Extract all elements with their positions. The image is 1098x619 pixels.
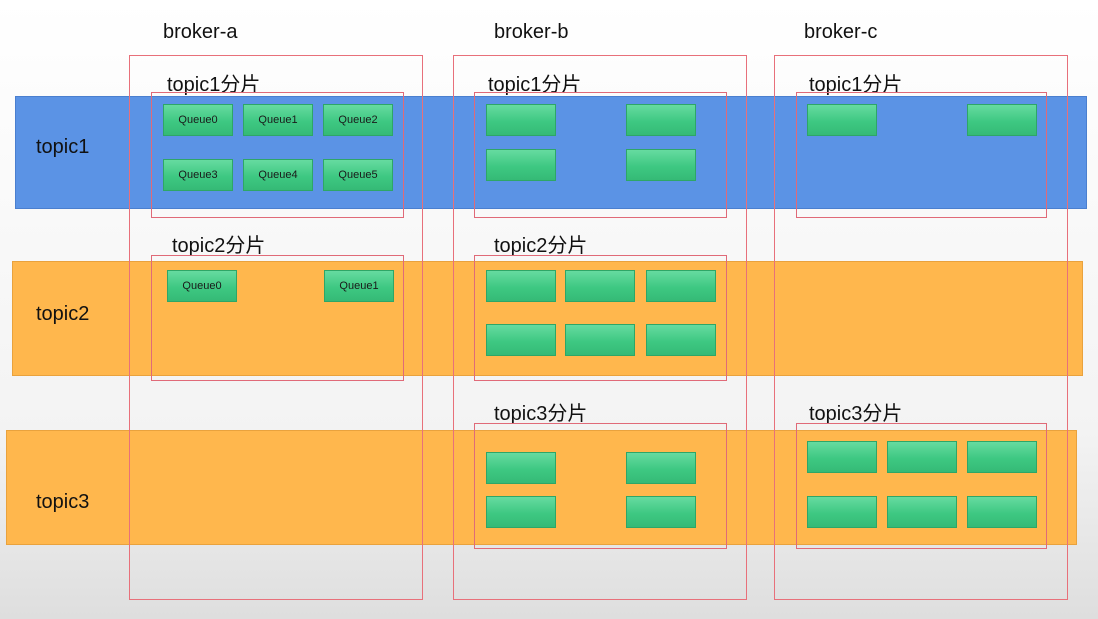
broker-a-label: broker-a (163, 21, 238, 43)
b-topic1-queue (626, 149, 696, 181)
b-topic3-queue (486, 452, 556, 484)
c-topic1-queue (967, 104, 1037, 136)
broker-c-label: broker-c (804, 21, 878, 43)
a-topic1-queue: Queue4 (243, 159, 313, 191)
topic1-label: topic1 (36, 136, 90, 158)
b-topic2-queue (646, 270, 716, 302)
b-topic1-queue (486, 149, 556, 181)
c-topic3-partition-box (796, 423, 1047, 549)
b-topic2-queue (565, 324, 635, 356)
b-topic2-queue (486, 270, 556, 302)
broker-c-box (774, 55, 1068, 600)
b-topic3-queue (626, 496, 696, 528)
a-topic1-partition-box (151, 92, 404, 218)
b-topic2-queue (565, 270, 635, 302)
b-topic1-queue (486, 104, 556, 136)
broker-b-box (453, 55, 747, 600)
a-topic1-queue: Queue0 (163, 104, 233, 136)
broker-b-label: broker-b (494, 21, 569, 43)
a-topic2-queue: Queue0 (167, 270, 237, 302)
c-topic3-queue (967, 441, 1037, 473)
b-topic3-queue (486, 496, 556, 528)
a-topic1-queue: Queue3 (163, 159, 233, 191)
topic3-label: topic3 (36, 491, 90, 513)
a-topic2-partition-box (151, 255, 404, 381)
c-topic1-partition-label: topic1分片 (809, 74, 903, 96)
c-topic3-queue (887, 441, 957, 473)
c-topic1-queue (807, 104, 877, 136)
b-topic3-partition-box (474, 423, 727, 549)
b-topic2-partition-box (474, 255, 727, 381)
b-topic3-queue (626, 452, 696, 484)
a-topic1-queue: Queue1 (243, 104, 313, 136)
c-topic3-queue (807, 441, 877, 473)
a-topic1-queue: Queue2 (323, 104, 393, 136)
b-topic2-queue (486, 324, 556, 356)
b-topic1-partition-label: topic1分片 (488, 74, 582, 96)
c-topic3-queue (807, 496, 877, 528)
a-topic1-queue: Queue5 (323, 159, 393, 191)
c-topic3-queue (887, 496, 957, 528)
b-topic1-partition-box (474, 92, 727, 218)
a-topic1-partition-label: topic1分片 (167, 74, 261, 96)
topic2-label: topic2 (36, 303, 90, 325)
c-topic3-queue (967, 496, 1037, 528)
c-topic1-partition-box (796, 92, 1047, 218)
b-topic2-partition-label: topic2分片 (494, 235, 588, 257)
b-topic2-queue (646, 324, 716, 356)
b-topic3-partition-label: topic3分片 (494, 403, 588, 425)
c-topic3-partition-label: topic3分片 (809, 403, 903, 425)
a-topic2-partition-label: topic2分片 (172, 235, 266, 257)
b-topic1-queue (626, 104, 696, 136)
a-topic2-queue: Queue1 (324, 270, 394, 302)
broker-a-box (129, 55, 423, 600)
